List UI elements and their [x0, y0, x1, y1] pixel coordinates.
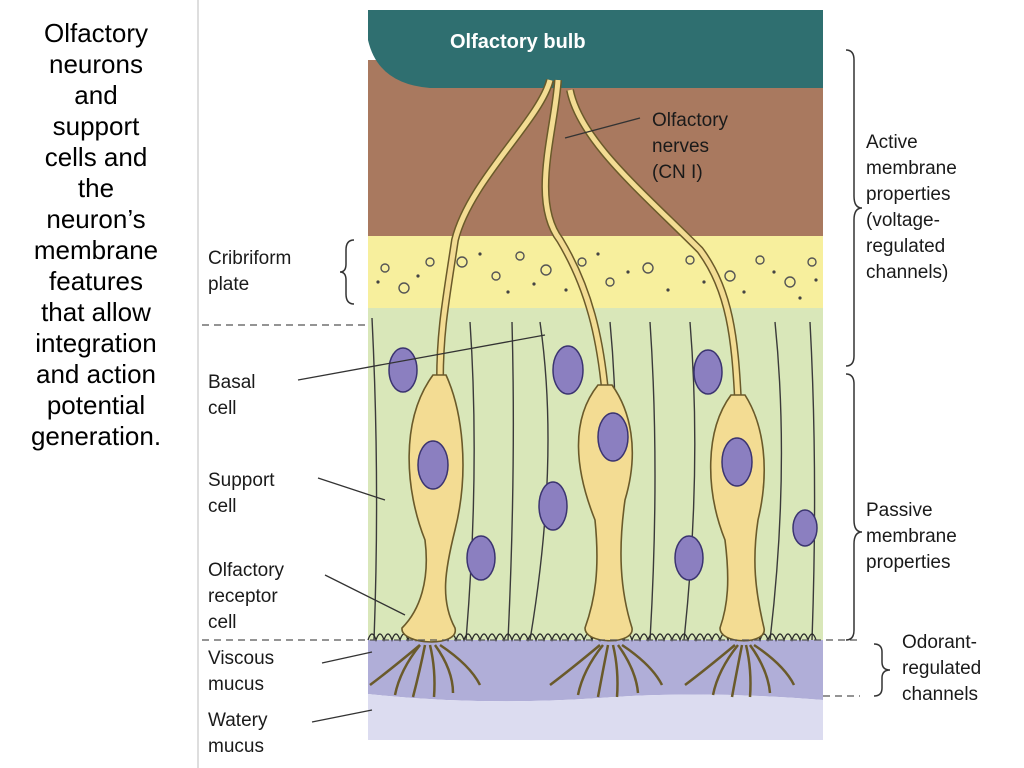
svg-text:Watery: Watery: [208, 710, 268, 731]
svg-text:Support: Support: [208, 470, 275, 491]
svg-text:channels): channels): [866, 262, 948, 283]
svg-text:Viscous: Viscous: [208, 648, 274, 669]
label-odorant-regulated-channels: Odorant- regulated channels: [902, 632, 981, 705]
braces: [339, 49, 891, 697]
svg-text:Active: Active: [866, 132, 918, 153]
svg-text:Basal: Basal: [208, 372, 256, 393]
svg-text:nerves: nerves: [652, 136, 709, 157]
label-olfactory-nerves: Olfactory nerves (CN I): [652, 110, 729, 183]
svg-text:membrane: membrane: [866, 158, 957, 179]
cribriform-pores: [380, 251, 817, 294]
svg-text:properties: properties: [866, 184, 951, 205]
svg-text:cell: cell: [208, 398, 237, 419]
label-olfactory-receptor-cell: Olfactory receptor cell: [208, 560, 285, 633]
svg-text:Passive: Passive: [866, 500, 933, 521]
svg-text:(CN I): (CN I): [652, 162, 703, 183]
svg-text:regulated: regulated: [866, 236, 945, 257]
svg-text:mucus: mucus: [208, 674, 264, 695]
label-basal-cell: Basal cell: [208, 372, 256, 419]
svg-text:Olfactory: Olfactory: [652, 110, 729, 131]
olfactory-cilia: [369, 643, 796, 698]
olfactory-bulb: [368, 10, 823, 88]
support-cell-nuclei: [388, 345, 818, 581]
svg-text:mucus: mucus: [208, 736, 264, 757]
watery-mucus-layer: [368, 694, 823, 740]
svg-text:properties: properties: [866, 552, 951, 573]
figure-caption: Olfactory neurons and support cells and …: [30, 18, 162, 451]
leader-lines: [297, 117, 641, 723]
label-cribriform-plate: Cribriform plate: [208, 248, 291, 295]
viscous-mucus-layer: [368, 640, 823, 702]
svg-text:Odorant-: Odorant-: [902, 632, 977, 653]
cribriform-dots: [376, 252, 818, 300]
svg-text:membrane: membrane: [866, 526, 957, 547]
svg-text:cell: cell: [208, 612, 237, 633]
label-watery-mucus: Watery mucus: [208, 710, 268, 757]
label-viscous-mucus: Viscous mucus: [208, 648, 274, 695]
svg-text:Cribriform: Cribriform: [208, 248, 291, 269]
label-active-membrane-properties: Active membrane properties (voltage- reg…: [866, 132, 957, 283]
nerve-layer: [368, 60, 823, 238]
cribriform-plate: [368, 236, 823, 308]
label-olfactory-bulb: Olfactory bulb: [450, 31, 586, 53]
svg-text:Olfactory: Olfactory: [208, 560, 285, 581]
svg-text:cell: cell: [208, 496, 237, 517]
svg-text:receptor: receptor: [208, 586, 278, 607]
svg-text:plate: plate: [208, 274, 249, 295]
label-passive-membrane-properties: Passive membrane properties: [866, 500, 957, 573]
svg-text:channels: channels: [902, 684, 978, 705]
label-support-cell: Support cell: [208, 470, 275, 517]
svg-text:(voltage-: (voltage-: [866, 210, 940, 231]
layer-boundaries: [202, 324, 860, 697]
svg-text:regulated: regulated: [902, 658, 981, 679]
neuron-nuclei: [417, 412, 753, 490]
